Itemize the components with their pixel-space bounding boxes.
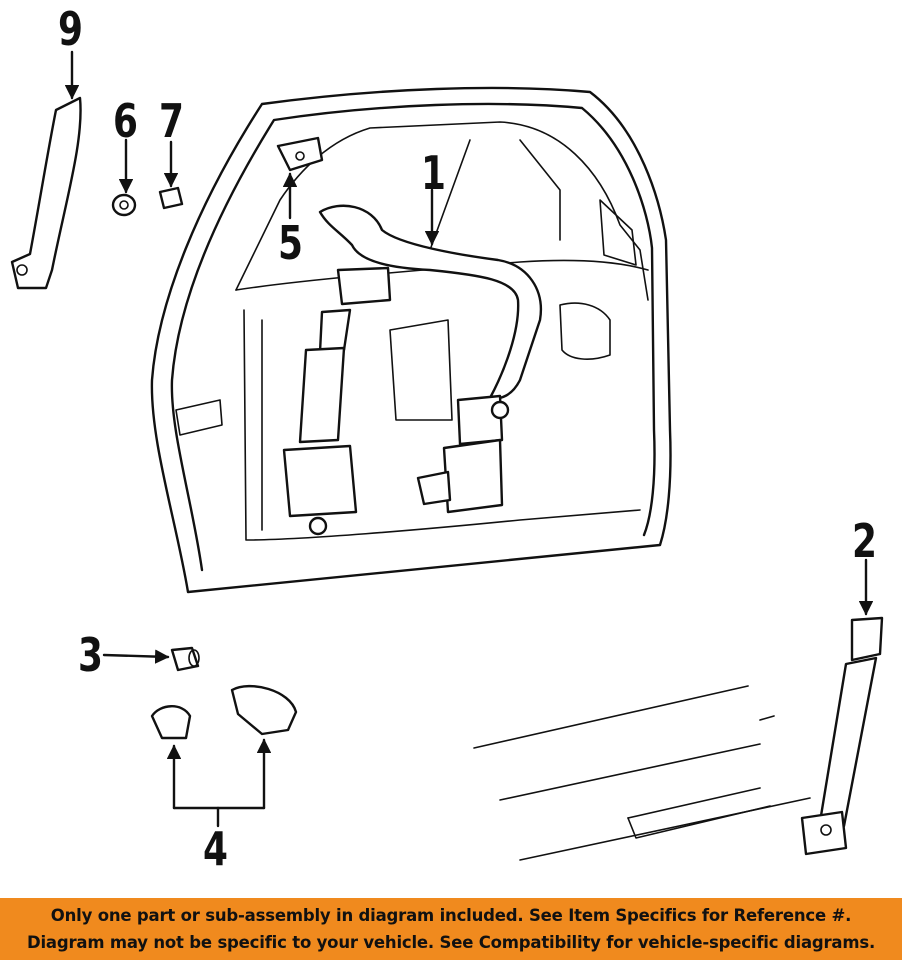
floor-lines <box>473 685 811 861</box>
arrow-icon <box>102 649 170 664</box>
callout-1: 1 <box>421 146 446 200</box>
upper-anchor-bracket-part <box>276 136 324 172</box>
anchor-cover-parts <box>150 684 298 740</box>
seat-belt-diagram <box>10 50 884 861</box>
pillar-trim-part <box>10 96 82 290</box>
callout-6: 6 <box>113 94 138 148</box>
callout-3: 3 <box>78 628 103 682</box>
buckle-part <box>800 616 884 856</box>
disclaimer-line-1: Only one part or sub-assembly in diagram… <box>50 906 852 925</box>
bolt-part <box>158 186 184 210</box>
door-frame <box>150 86 672 594</box>
callout-9: 9 <box>58 2 83 56</box>
callout-7: 7 <box>159 94 184 148</box>
disclaimer-banner: Only one part or sub-assembly in diagram… <box>0 898 902 960</box>
callout-arrows <box>64 50 874 828</box>
nut-part <box>111 193 137 217</box>
callout-4: 4 <box>203 822 228 876</box>
seat-belt-assembly-part <box>282 204 543 536</box>
disclaimer-line-2: Diagram may not be specific to your vehi… <box>26 933 876 952</box>
bolt-part-3 <box>170 646 200 672</box>
callout-2: 2 <box>852 514 877 568</box>
callout-5: 5 <box>278 216 303 270</box>
